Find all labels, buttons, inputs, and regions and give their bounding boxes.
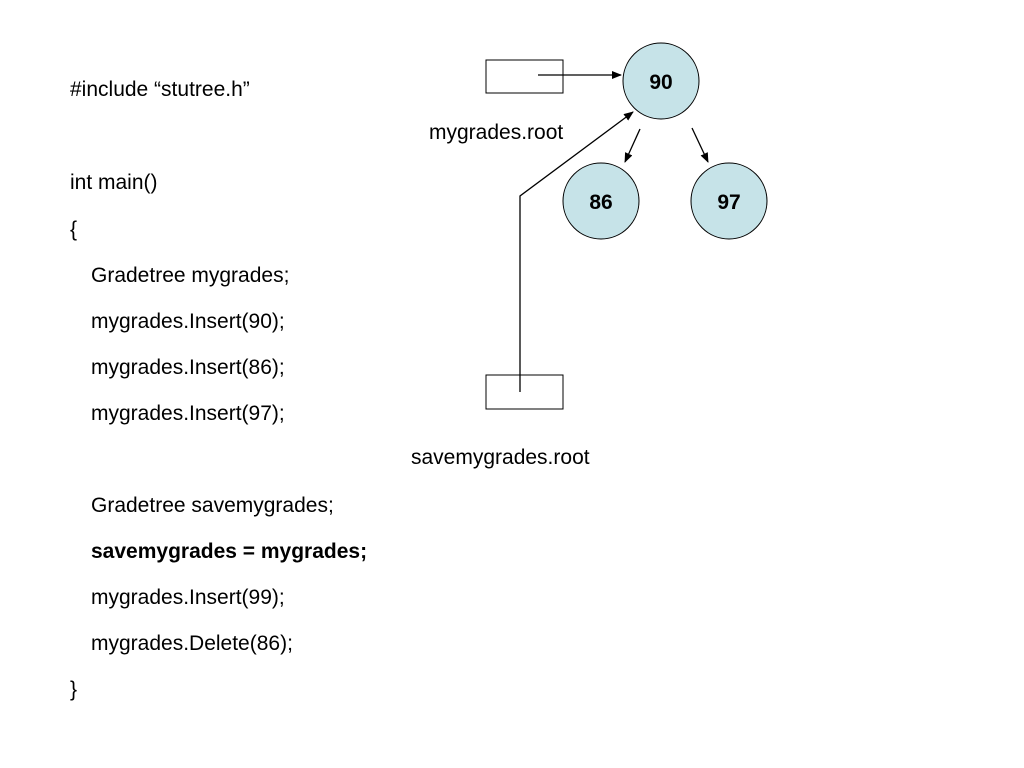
tree-node-97 — [690, 162, 768, 240]
code-insert-90: mygrades.Insert(90); — [91, 310, 285, 333]
tree-node-86-label: 86 — [589, 191, 612, 214]
tree-node-90-label: 90 — [649, 71, 672, 94]
savemygrades-root-arrow — [519, 111, 634, 392]
code-declare-savemygrades: Gradetree savemygrades; — [91, 494, 334, 517]
code-delete-86: mygrades.Delete(86); — [91, 632, 293, 655]
code-insert-86: mygrades.Insert(86); — [91, 356, 285, 379]
edge-90-to-86 — [624, 128, 641, 163]
mygrades-root-label: mygrades.root — [429, 121, 564, 144]
code-declare-mygrades: Gradetree mygrades; — [91, 264, 290, 287]
code-include-line: #include “stutree.h” — [70, 78, 250, 101]
code-close-brace: } — [70, 678, 78, 701]
edge-90-to-97 — [691, 127, 709, 163]
code-open-brace: { — [70, 218, 78, 241]
tree-node-90 — [622, 42, 700, 120]
code-assignment-highlighted: savemygrades = mygrades; — [91, 540, 368, 563]
code-insert-99: mygrades.Insert(99); — [91, 586, 285, 609]
savemygrades-root-pointer-box — [485, 374, 564, 410]
code-insert-97: mygrades.Insert(97); — [91, 402, 285, 425]
tree-node-97-label: 97 — [717, 191, 740, 214]
code-main-signature: int main() — [70, 171, 158, 194]
savemygrades-root-label: savemygrades.root — [411, 446, 590, 469]
mygrades-root-pointer-box — [485, 59, 564, 94]
tree-node-86 — [562, 162, 640, 240]
